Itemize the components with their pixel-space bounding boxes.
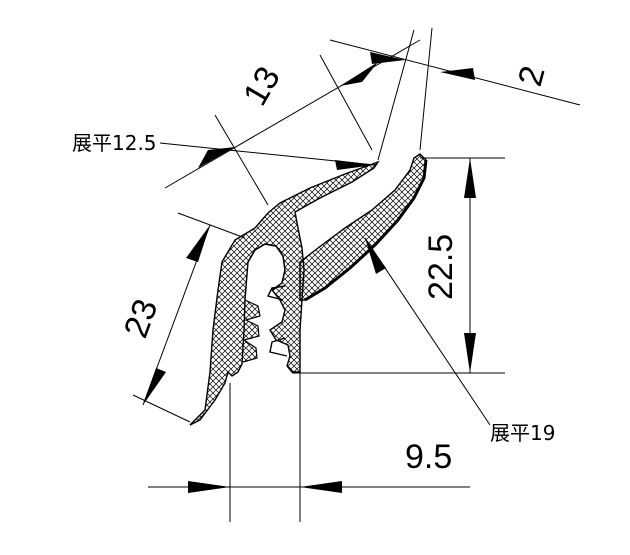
note-flat-bottom-label: 展平19 xyxy=(490,421,555,445)
note-flat-top: 展平12.5 xyxy=(72,131,376,170)
arrow-head xyxy=(335,160,375,170)
arrow-head xyxy=(464,333,476,373)
dim-height: 22.5 xyxy=(292,157,505,374)
channel-inner xyxy=(247,243,286,284)
clip-teeth-left xyxy=(242,299,261,363)
dim-lip-length-label: 13 xyxy=(236,60,288,112)
arrow-head xyxy=(186,225,210,262)
arrow-head xyxy=(365,238,386,274)
arrow-head xyxy=(370,52,405,64)
clip-teeth-right xyxy=(266,285,288,357)
dim-channel-width-label: 9.5 xyxy=(405,438,452,476)
dim-lip-length: 13 xyxy=(164,39,421,206)
arrow-head xyxy=(188,481,230,493)
seal-cross-section xyxy=(189,153,428,426)
dim-height-label: 22.5 xyxy=(422,234,460,300)
note-flat-top-label: 展平12.5 xyxy=(72,131,157,155)
note-flat-bottom: 展平19 xyxy=(364,237,555,445)
dim-channel-width: 9.5 xyxy=(148,372,470,522)
sealing-bulb xyxy=(299,153,427,301)
arrow-head xyxy=(300,481,342,493)
arrow-head xyxy=(464,158,476,198)
dim-base-length-label: 23 xyxy=(117,294,166,343)
arrow-head xyxy=(198,147,235,168)
bulb-skin xyxy=(304,159,428,302)
arrow-head xyxy=(340,62,378,86)
arrow-head xyxy=(440,68,475,80)
dim-tip-thickness-label: 2 xyxy=(511,62,553,90)
arrow-head xyxy=(143,368,166,405)
clip-body xyxy=(189,160,380,426)
dim-tip-thickness: 2 xyxy=(329,27,581,161)
